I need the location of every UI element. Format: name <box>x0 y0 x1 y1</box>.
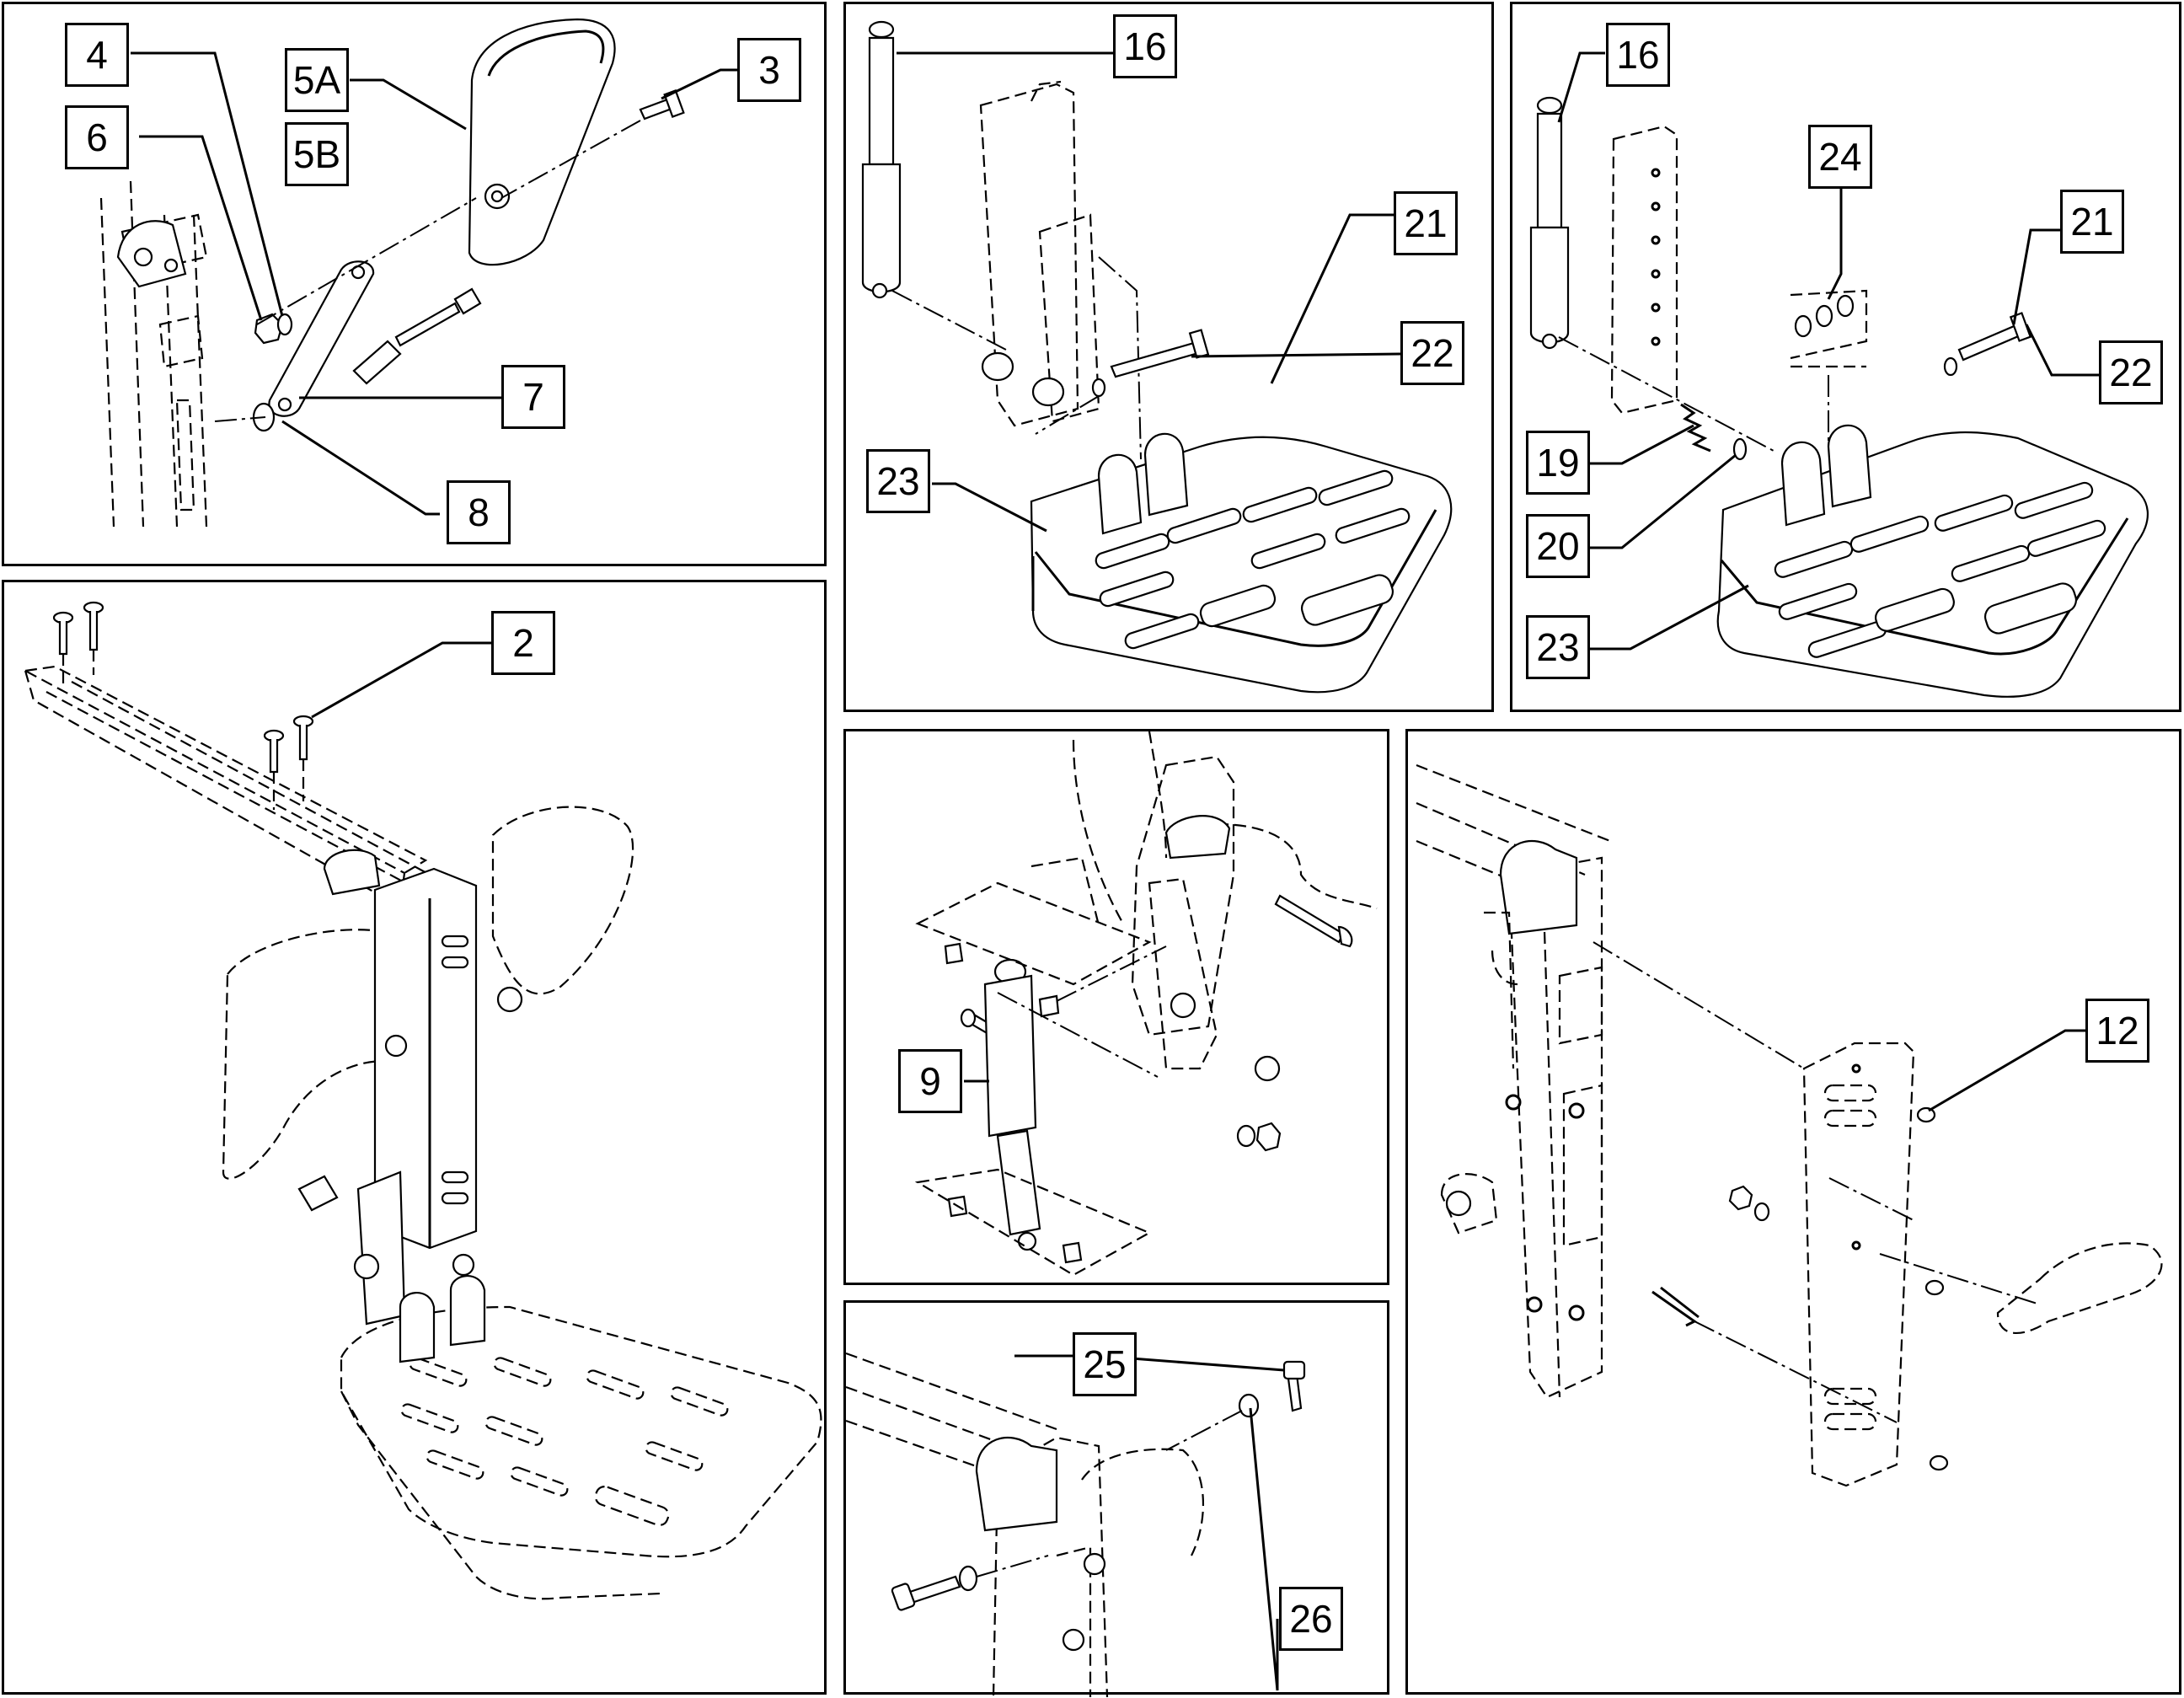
callout-12: 12 <box>2085 999 2149 1063</box>
armrest-drawing <box>99 18 737 528</box>
actuator-drawing <box>914 731 1378 1277</box>
callout-7: 7 <box>501 365 565 429</box>
callout-5b: 5B <box>285 122 349 186</box>
footplate-standard-drawing <box>861 20 1453 694</box>
callout-21: 21 <box>1394 191 1458 255</box>
callout-9: 9 <box>898 1049 962 1113</box>
panel-pivot-hardware: 25 26 <box>843 1300 1389 1697</box>
callout-21: 21 <box>2060 190 2124 254</box>
callout-2: 2 <box>491 611 555 675</box>
calf-pad-bracket-drawing <box>1416 763 2163 1487</box>
pivot-hardware-drawing <box>846 1352 1306 1697</box>
footplate-adjustable-drawing <box>1529 51 2149 698</box>
callout-23: 23 <box>1526 615 1590 679</box>
callout-23: 23 <box>866 449 930 513</box>
callout-3: 3 <box>737 38 801 102</box>
callout-26: 26 <box>1279 1587 1343 1651</box>
panel-actuator: 9 <box>843 729 1389 1285</box>
callout-22: 22 <box>1400 321 1464 385</box>
panel-calf-pad-bracket: 12 <box>1405 729 2181 1695</box>
callout-8: 8 <box>447 480 511 544</box>
callout-25: 25 <box>1073 1332 1137 1396</box>
callout-16: 16 <box>1113 14 1177 78</box>
leg-assembly-drawing <box>24 601 822 1600</box>
callout-19: 19 <box>1526 431 1590 495</box>
callout-5a: 5A <box>285 48 349 112</box>
panel-leg-assembly: 2 <box>2 580 827 1695</box>
callout-22: 22 <box>2099 340 2163 404</box>
callout-20: 20 <box>1526 514 1590 578</box>
callout-16: 16 <box>1606 23 1670 87</box>
panel-armrest: 4 5A 3 6 5B 7 8 <box>2 2 827 566</box>
panel-footplate-adjustable: 16 24 21 22 19 20 23 <box>1510 2 2181 712</box>
callout-24: 24 <box>1808 125 1872 189</box>
callout-6: 6 <box>65 105 129 169</box>
callout-4: 4 <box>65 23 129 87</box>
panel-footplate-standard: 16 21 22 23 <box>843 2 1494 712</box>
